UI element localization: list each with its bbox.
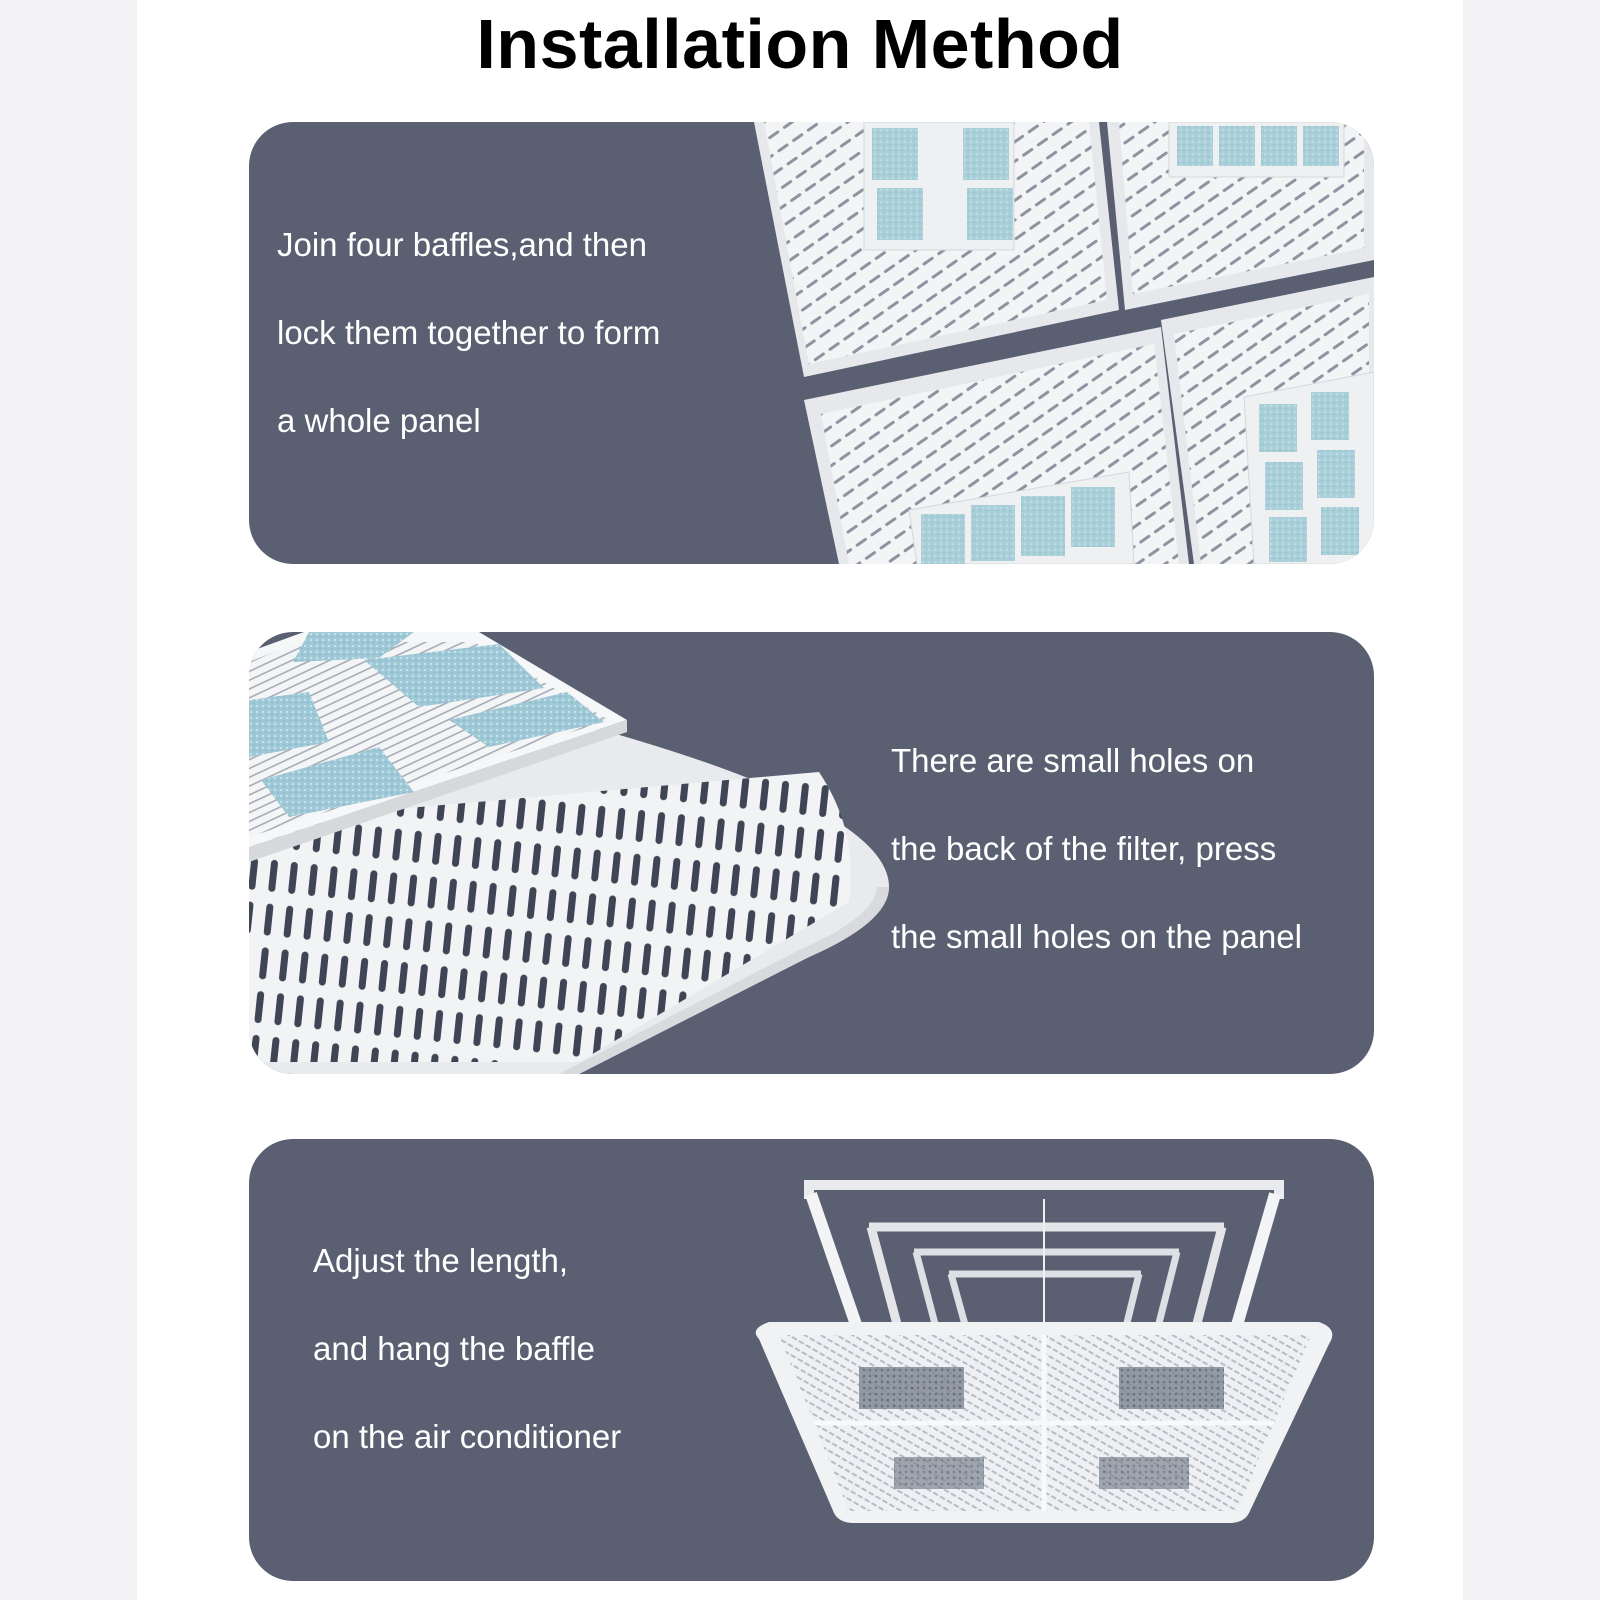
caption-line: lock them together to form <box>277 314 661 351</box>
step-card-join: Join four baffles,and then lock them tog… <box>249 122 1374 564</box>
filter-back-closeup-illustration <box>249 632 889 1074</box>
step-card-press: There are small holes on the back of the… <box>249 632 1374 1074</box>
caption-line: on the air conditioner <box>313 1418 622 1455</box>
caption-line: Join four baffles,and then <box>277 226 647 263</box>
step-card-hang: Adjust the length, and hang the baffle o… <box>249 1139 1374 1581</box>
caption-line: There are small holes on <box>891 742 1255 779</box>
caption-line: and hang the baffle <box>313 1330 595 1367</box>
caption-line: the small holes on the panel <box>891 918 1302 955</box>
step-caption-hang: Adjust the length, and hang the baffle o… <box>313 1217 621 1481</box>
four-baffles-illustration <box>754 122 1374 564</box>
page-title: Installation Method <box>476 5 1124 83</box>
caption-line: Adjust the length, <box>313 1242 569 1279</box>
caption-line: a whole panel <box>277 402 481 439</box>
caption-line: the back of the filter, press <box>891 830 1277 867</box>
step-caption-press: There are small holes on the back of the… <box>891 717 1302 981</box>
hanging-baffle-illustration <box>755 1180 1333 1523</box>
step-caption-join: Join four baffles,and then lock them tog… <box>277 201 660 465</box>
